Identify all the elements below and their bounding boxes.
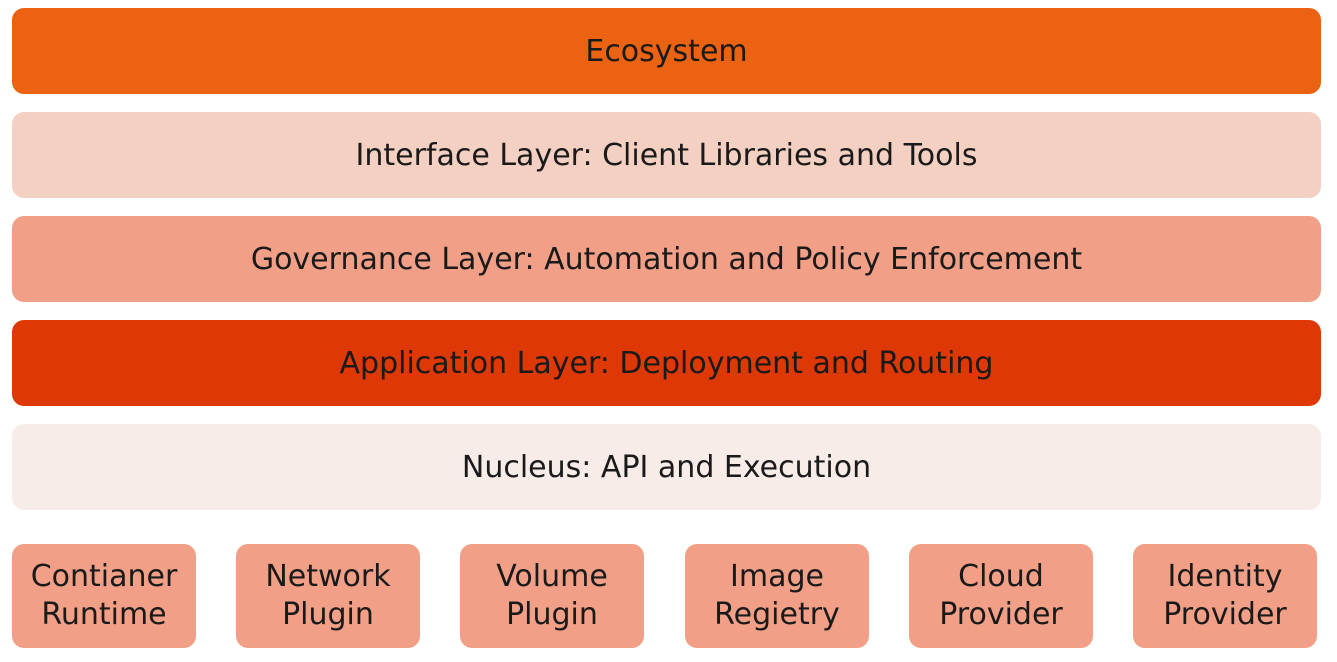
application-layer: Application Layer: Deployment and Routin…	[12, 320, 1321, 406]
ecosystem-layer: Ecosystem	[12, 8, 1321, 94]
plugin-label-line1: Network	[265, 559, 391, 594]
interface-layer: Interface Layer: Client Libraries and To…	[12, 112, 1321, 198]
nucleus-layer-label: Nucleus: API and Execution	[461, 449, 872, 485]
plugin-label-line2: Provider	[939, 597, 1063, 632]
interface-layer-label: Interface Layer: Client Libraries and To…	[355, 137, 978, 173]
plugin-label-line2: Plugin	[282, 597, 374, 632]
plugin-volume: Volume Plugin	[460, 544, 644, 648]
plugin-label-line2: Plugin	[506, 597, 598, 632]
governance-layer-label: Governance Layer: Automation and Policy …	[250, 241, 1083, 277]
plugin-label-line2: Regietry	[714, 597, 840, 632]
plugin-label-line2: Runtime	[41, 597, 167, 632]
plugin-label-line1: Contianer	[30, 559, 178, 594]
plugin-identity-provider: Identity Provider	[1133, 544, 1317, 648]
plugin-label-line1: Cloud	[958, 559, 1044, 594]
plugin-label-line1: Volume	[496, 559, 608, 594]
plugin-label-line2: Provider	[1163, 597, 1287, 632]
plugin-network: Network Plugin	[236, 544, 420, 648]
nucleus-layer: Nucleus: API and Execution	[12, 424, 1321, 510]
plugin-label-line1: Image	[730, 559, 824, 594]
plugin-label-line1: Identity	[1167, 559, 1283, 594]
plugin-cloud-provider: Cloud Provider	[909, 544, 1093, 648]
plugin-image-registry: Image Regietry	[685, 544, 869, 648]
governance-layer: Governance Layer: Automation and Policy …	[12, 216, 1321, 302]
application-layer-label: Application Layer: Deployment and Routin…	[339, 345, 994, 381]
plugin-container-runtime: Contianer Runtime	[12, 544, 196, 648]
ecosystem-label: Ecosystem	[585, 33, 748, 69]
